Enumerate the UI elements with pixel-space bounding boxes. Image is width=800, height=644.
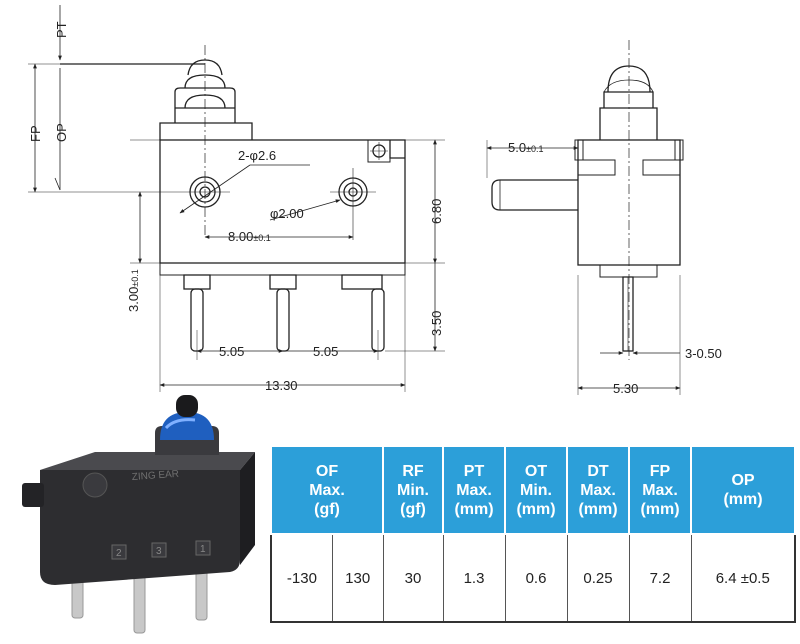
value-dt: 0.25: [566, 533, 630, 623]
value-pt: 1.3: [442, 533, 506, 623]
terminal-middle: [269, 274, 297, 290]
body-width-label: 5.30: [613, 381, 638, 396]
side-view: [491, 40, 684, 360]
terminal-right: [341, 274, 383, 290]
header-fp: FP Max. (mm): [628, 445, 692, 535]
header-pt: PT Max. (mm): [442, 445, 506, 535]
header-of: OF Max. (gf): [270, 445, 384, 535]
hole-height-label: 3.00±0.1: [126, 269, 141, 312]
terminal-number-2: 2: [116, 548, 122, 559]
header-op: OP (mm): [690, 445, 796, 535]
pt-label: PT: [54, 21, 69, 38]
terminal-number-3: 3: [156, 546, 162, 557]
value-of-min: -130: [270, 533, 333, 623]
pitch-label-1: 5.05: [219, 344, 244, 359]
body-length-label: 13.30: [265, 378, 298, 393]
value-fp: 7.2: [628, 533, 692, 623]
hole-spacing-label: 8.00±0.1: [228, 229, 271, 244]
terminal-number-1: 1: [200, 544, 206, 555]
header-ot: OT Min. (mm): [504, 445, 568, 535]
value-ot: 0.6: [504, 533, 568, 623]
header-rf: RF Min. (gf): [382, 445, 444, 535]
spec-header-row: OF Max. (gf) RF Min. (gf) PT Max. (mm) O…: [270, 445, 796, 535]
header-dt: DT Max. (mm): [566, 445, 630, 535]
fp-label: FP: [28, 125, 43, 142]
front-view: [60, 45, 406, 352]
body-height-label: 6.80: [429, 199, 444, 224]
photo-brand-text: ZING EAR: [131, 469, 179, 483]
pitch-label-2: 5.05: [313, 344, 338, 359]
value-op: 6.4 ±0.5: [690, 533, 796, 623]
op-label: OP: [54, 123, 69, 142]
side-offset-label: 5.0±0.1: [508, 140, 544, 155]
terminal-length-label: 3.50: [429, 311, 444, 336]
terminal-thickness-label: 3-0.50: [685, 346, 722, 361]
product-photo: ZING EAR 2 3 1: [22, 395, 255, 634]
hole-diameter-label: 2-φ2.6: [238, 148, 276, 163]
spec-table: OF Max. (gf) RF Min. (gf) PT Max. (mm) O…: [270, 445, 796, 623]
terminal-left: [183, 274, 211, 290]
pin-diameter-label: φ2.00: [270, 206, 304, 221]
value-rf: 30: [382, 533, 444, 623]
value-of-max: 130: [331, 533, 384, 623]
spec-value-row: -130 130 30 1.3 0.6 0.25 7.2 6.4 ±0.5: [270, 533, 796, 623]
